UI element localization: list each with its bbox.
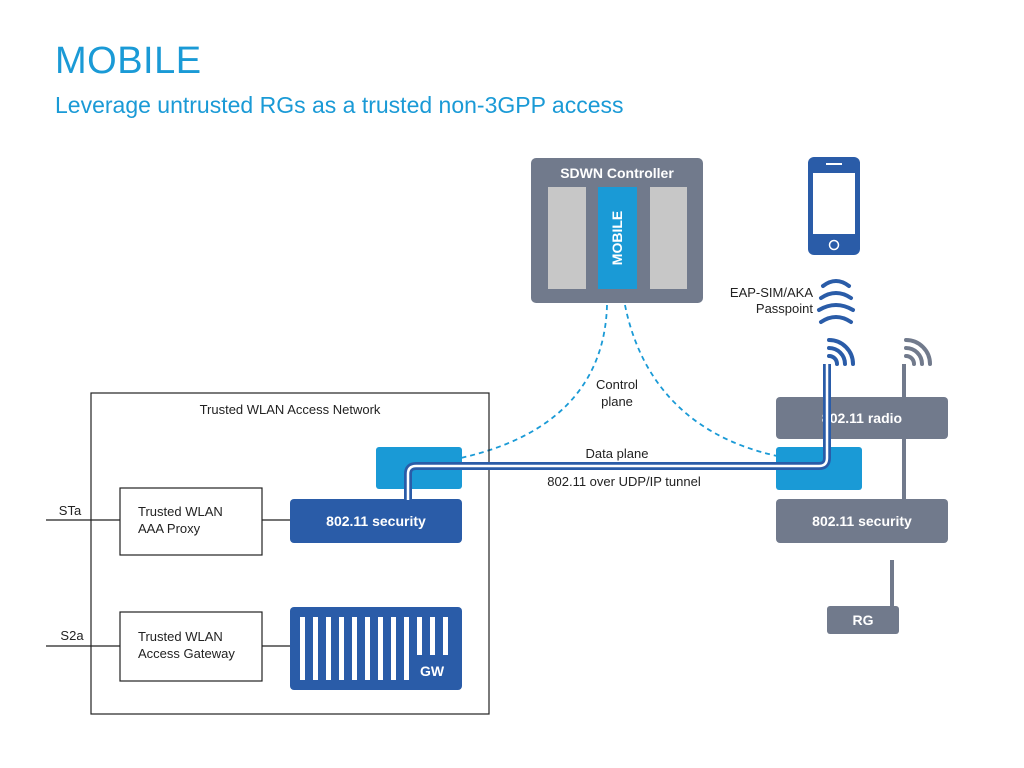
security-block-right-label: 802.11 security: [812, 513, 912, 529]
phone-antenna-signal-icon: [827, 338, 855, 366]
data-plane-label: Data plane: [586, 446, 649, 461]
aaa-proxy-label-line2: AAA Proxy: [138, 521, 201, 536]
data-plane-tunnel: [404, 364, 831, 500]
aaa-proxy-label-line1: Trusted WLAN: [138, 504, 223, 519]
trusted-wlan-access-network: Trusted WLAN Access Network STa Trusted …: [46, 392, 490, 715]
security-block-left: [290, 499, 462, 543]
rg-label: RG: [853, 612, 874, 628]
controller-slot-right: [650, 187, 687, 289]
tunnel-label: 802.11 over UDP/IP tunnel: [547, 474, 701, 489]
control-plane-right-curve: [624, 304, 801, 461]
radio-block-label: 802.11 radio: [822, 410, 902, 426]
controller-title: SDWN Controller: [560, 165, 674, 181]
gw-block: GW: [290, 607, 462, 690]
control-plane-left-curve: [439, 304, 608, 463]
controller-slot-left: [548, 187, 586, 289]
rg-antenna-signal-icon: [904, 338, 932, 366]
security-block-right: [776, 499, 948, 543]
aaa-proxy-box: [119, 487, 263, 556]
rg-connector-line: [890, 560, 894, 610]
security-block-left-label: 802.11 security: [326, 513, 426, 529]
sta-label: STa: [59, 503, 82, 518]
mobile-module-label: MOBILE: [609, 211, 625, 265]
control-plane-label-line2: plane: [601, 394, 633, 409]
mobile-module: [598, 187, 637, 289]
access-gateway-label-line1: Trusted WLAN: [138, 629, 223, 644]
eap-sim-aka-label: EAP-SIM/AKA: [730, 285, 813, 300]
page-title: MOBILE: [55, 40, 202, 82]
passpoint-label: Passpoint: [756, 301, 813, 316]
s2a-label: S2a: [60, 628, 84, 643]
page-subtitle: Leverage untrusted RGs as a trusted non-…: [55, 92, 624, 118]
radio-block: [776, 397, 948, 439]
control-plane-label-line1: Control: [596, 377, 638, 392]
gw-label: GW: [420, 663, 445, 679]
trusted-network-title: Trusted WLAN Access Network: [200, 402, 381, 417]
rg-box: [827, 606, 899, 634]
sdwn-controller: SDWN Controller MOBILE: [531, 158, 703, 303]
phone-wireless-signal-icon: [817, 279, 855, 324]
rg-stack: 802.11 radio 802.11 security RG: [776, 338, 948, 634]
access-gateway-label-line2: Access Gateway: [138, 646, 235, 661]
smartphone-icon: [808, 157, 860, 255]
